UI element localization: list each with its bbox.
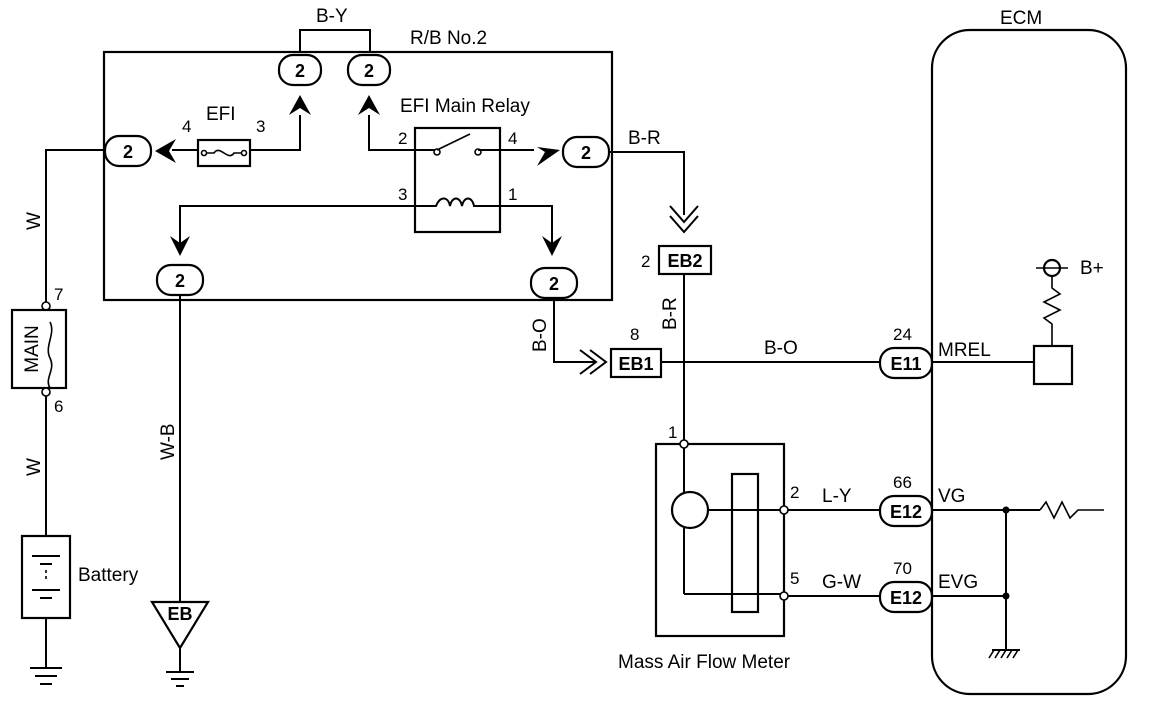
battery-label: Battery [78, 565, 139, 586]
fusible-link-icon [47, 321, 53, 389]
connector-br-out: 2 [561, 135, 611, 169]
efi-main-relay-label: EFI Main Relay [400, 96, 530, 117]
svg-text:E12: E12 [890, 502, 922, 522]
svg-text:2: 2 [581, 143, 591, 163]
maf-meter-box [654, 442, 786, 638]
by-wire-label: B-Y [316, 6, 348, 27]
connector-bo-out: 2 [529, 266, 579, 300]
w-upper-wire [45, 149, 105, 306]
rb-no2-label: R/B No.2 [410, 28, 487, 49]
svg-text:2: 2 [175, 271, 185, 291]
main-pin-6: 6 [54, 397, 63, 416]
connector-e11: E11 [878, 346, 934, 380]
bo-vert-label: B-O [530, 318, 551, 352]
ground-icon [166, 671, 194, 687]
efi-fuse-label: EFI [206, 104, 236, 125]
ground-eb-triangle [150, 600, 210, 651]
wb-wire-label: W-B [158, 423, 179, 460]
arrow-icon [669, 215, 699, 234]
fuse-pin-3: 3 [256, 117, 265, 136]
maf-meter-label: Mass Air Flow Meter [618, 652, 791, 673]
svg-text:2: 2 [364, 61, 374, 81]
relay-pin-4: 4 [508, 129, 517, 148]
fuse-icon [204, 149, 244, 157]
svg-text:E12: E12 [890, 588, 922, 608]
br-top-label: B-R [628, 128, 661, 149]
svg-text:E11: E11 [890, 354, 921, 374]
connector-e12-evg: E12 [878, 580, 934, 614]
maf-pin-2: 2 [790, 483, 799, 502]
ground-eb-label: EB [167, 604, 192, 624]
gw-wire-label: G-W [822, 572, 861, 593]
svg-text:2: 2 [549, 274, 559, 294]
eb2-pin-2: 2 [641, 252, 650, 271]
connector-main-in: 2 [103, 134, 153, 168]
bo-horiz-label: B-O [764, 338, 798, 359]
ecm-label: ECM [1000, 8, 1042, 29]
connector-by-left: 2 [277, 53, 323, 87]
relay-coil-wire [179, 197, 553, 248]
chevron-icon [537, 147, 560, 166]
w-lower-label: W [24, 458, 45, 476]
b-plus-label: B+ [1080, 258, 1104, 279]
connector-by-right: 2 [346, 53, 392, 87]
ecm-pin-70: 70 [893, 559, 912, 578]
relay-pin-3: 3 [398, 185, 407, 204]
ecm-pin-66: 66 [893, 473, 912, 492]
relay-switch [436, 133, 471, 151]
resistor-icon [1042, 276, 1062, 346]
svg-text:EB2: EB2 [667, 251, 702, 271]
connector-wb-out: 2 [155, 263, 205, 297]
relay-block-box [102, 50, 614, 302]
ground-icon [30, 667, 62, 685]
relay-pin-1: 1 [508, 185, 517, 204]
eb1-pin-8: 8 [630, 325, 639, 344]
by-jumper-wire [299, 29, 371, 52]
chassis-ground-icon [988, 649, 1020, 659]
main-pin-7: 7 [54, 285, 63, 304]
ecm-pin-24: 24 [893, 325, 912, 344]
chevron-icon [358, 95, 380, 115]
vg-label: VG [938, 486, 965, 507]
fuse-to-by-wire [250, 115, 301, 151]
svg-text:2: 2 [295, 61, 305, 81]
svg-text:2: 2 [123, 142, 133, 162]
br-wire [609, 151, 685, 215]
chevron-icon [170, 236, 190, 256]
fuse-pin-4: 4 [182, 117, 191, 136]
chevron-icon [542, 236, 562, 256]
connector-e12-vg: E12 [878, 494, 934, 528]
maf-sensor-element [730, 472, 760, 614]
efi-main-relay-box [413, 126, 502, 234]
mrel-label: MREL [938, 340, 991, 361]
chevron-icon [155, 139, 176, 163]
ecm-relay-driver [1032, 344, 1074, 386]
maf-pin-1: 1 [668, 423, 677, 442]
svg-text:EB1: EB1 [618, 354, 653, 374]
relay-pin-2: 2 [398, 129, 407, 148]
main-fuse-label: MAIN [22, 325, 43, 373]
arrow-icon [579, 349, 598, 375]
efi-fuse-box [196, 138, 252, 168]
br-vert-label: B-R [660, 297, 681, 330]
maf-pin-5: 5 [790, 569, 799, 588]
evg-label: EVG [938, 572, 978, 593]
chevron-icon [289, 95, 311, 115]
ly-wire-label: L-Y [822, 486, 852, 507]
transistor-icon [670, 490, 710, 530]
resistor-icon [1039, 500, 1104, 520]
arrow-icon [669, 205, 699, 224]
battery-icon [32, 555, 60, 599]
main-fuse-box [10, 308, 68, 390]
bo-wire [553, 298, 596, 363]
arrow-icon [589, 349, 608, 375]
w-upper-label: W [24, 212, 45, 230]
